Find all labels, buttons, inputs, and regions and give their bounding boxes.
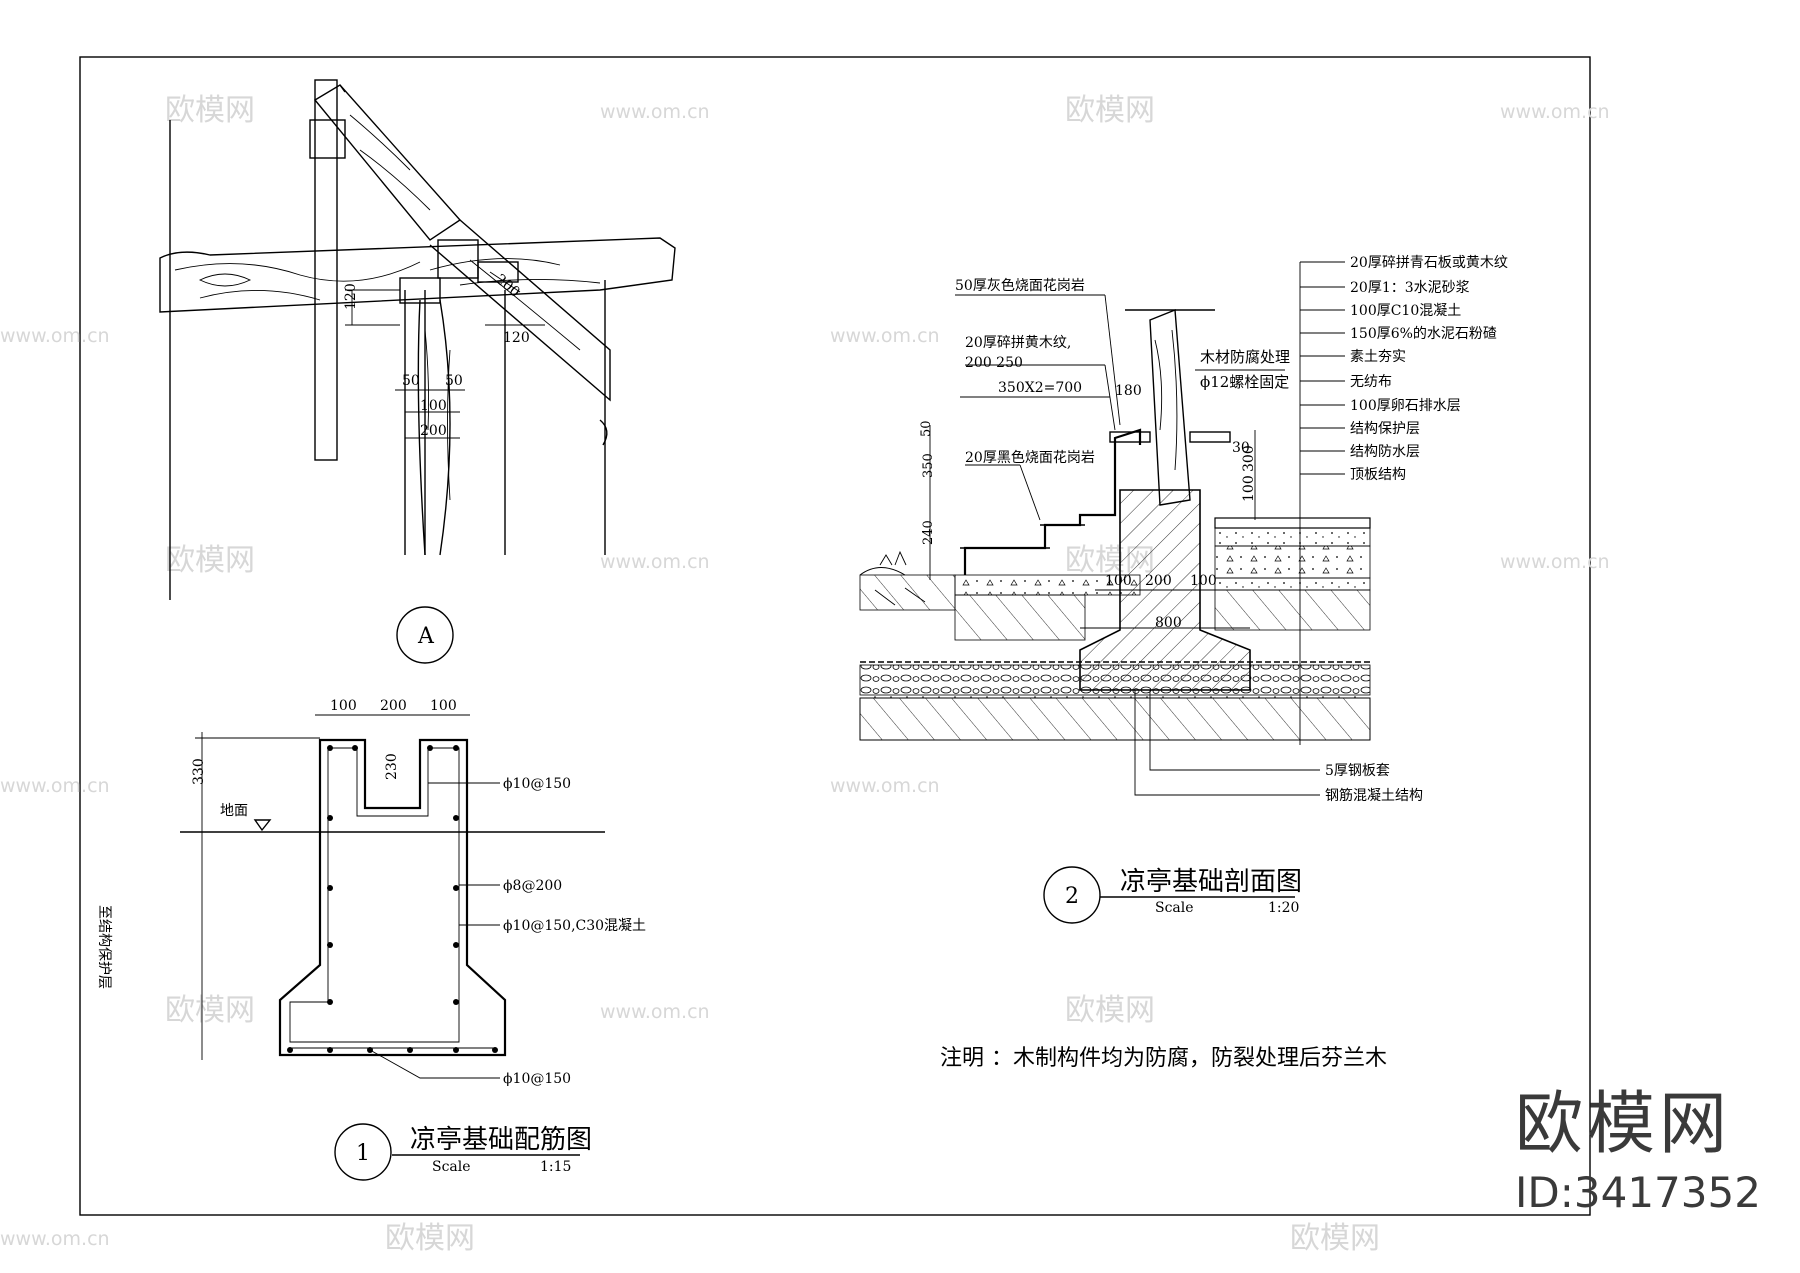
granite-black-label: 20厚黑色烧面花岗岩 bbox=[965, 449, 1095, 466]
layer-label: 结构保护层 bbox=[1350, 421, 1420, 437]
drawing-2-number: 2 bbox=[1065, 884, 1079, 909]
dim-top-100-left: 100 bbox=[330, 698, 357, 714]
yellow-stone-label: 20厚碎拼黄木纹, bbox=[965, 334, 1071, 351]
ground-label: 地面 bbox=[220, 803, 248, 819]
detail-a: 120 200 120 50 50 100 200 A bbox=[159, 79, 676, 664]
watermark-brand: 欧模网 bbox=[385, 1221, 475, 1256]
layer-label: 无纺布 bbox=[1350, 374, 1392, 390]
yellow-stone-size: 200 250 bbox=[965, 355, 1023, 371]
watermark-brand: 欧模网 bbox=[1290, 1221, 1380, 1256]
watermark-url: www.om.cn bbox=[0, 775, 110, 797]
drawing-1-scale: 1:15 bbox=[540, 1159, 571, 1175]
dim-120-vertical: 120 bbox=[343, 283, 359, 310]
watermark-url: www.om.cn bbox=[600, 101, 710, 123]
drawing-2-section: 20厚碎拼青石板或黄木纹 20厚1：3水泥砂浆 100厚C10混凝土 150厚6… bbox=[859, 254, 1508, 924]
layer-label: 素土夯实 bbox=[1350, 349, 1406, 365]
watermark-brand: 欧模网 bbox=[1065, 93, 1155, 128]
watermark-url: www.om.cn bbox=[830, 775, 940, 797]
brand-name: 欧模网 bbox=[1515, 1085, 1732, 1164]
drawing-1-marker bbox=[334, 1123, 392, 1181]
granite-gray-label: 50厚灰色烧面花岗岩 bbox=[955, 277, 1085, 294]
sheet-frame bbox=[79, 56, 1591, 1216]
drawing-2-marker bbox=[1043, 866, 1101, 924]
layer-label: 100厚卵石排水层 bbox=[1350, 398, 1461, 414]
dim-top-200: 200 bbox=[380, 698, 407, 714]
dim-bottom-100-right: 100 bbox=[1190, 573, 1217, 589]
dim-100: 100 bbox=[420, 398, 447, 414]
layer-label: 20厚碎拼青石板或黄木纹 bbox=[1350, 254, 1508, 271]
detail-a-label: A bbox=[417, 624, 435, 649]
general-note: 注明 ：木制构件均为防腐，防裂处理后芬兰木 bbox=[940, 1046, 1387, 1071]
dim-300: 300 bbox=[1241, 445, 1257, 472]
layer-label: 顶板结构 bbox=[1350, 467, 1406, 483]
dim-top-100-right: 100 bbox=[430, 698, 457, 714]
watermark-brand: 欧模网 bbox=[165, 93, 255, 128]
layer-label: 150厚6%的水泥石粉碴 bbox=[1350, 326, 1497, 342]
rebar-label-4: ϕ10@150 bbox=[503, 1071, 571, 1087]
watermark-url: www.om.cn bbox=[0, 325, 110, 347]
dim-50-right: 50 bbox=[445, 373, 463, 389]
detail-a-marker bbox=[396, 606, 454, 664]
watermark-brand: 欧模网 bbox=[1065, 993, 1155, 1028]
watermark-url: www.om.cn bbox=[1500, 551, 1610, 573]
watermark-url: www.om.cn bbox=[600, 1001, 710, 1023]
rebar-label-1: ϕ10@150 bbox=[503, 776, 571, 792]
dim-bottom-200: 200 bbox=[1145, 573, 1172, 589]
dim-100-vertical: 100 bbox=[1241, 475, 1257, 502]
watermark-brand: 欧模网 bbox=[165, 993, 255, 1028]
side-note: 至结构保护层 bbox=[96, 905, 112, 989]
steel-sleeve-label: 5厚钢板套 bbox=[1325, 763, 1390, 779]
dim-350: 350 bbox=[921, 453, 936, 478]
dim-800: 800 bbox=[1155, 615, 1182, 631]
dim-230: 230 bbox=[384, 753, 400, 780]
dim-330: 330 bbox=[191, 758, 207, 785]
layer-label: 20厚1：3水泥砂浆 bbox=[1350, 280, 1470, 296]
dim-50-left: 50 bbox=[402, 373, 420, 389]
drawing-1-number: 1 bbox=[356, 1141, 370, 1166]
layer-labels: 20厚碎拼青石板或黄木纹 20厚1：3水泥砂浆 100厚C10混凝土 150厚6… bbox=[1300, 254, 1508, 483]
brand-watermark: 欧模网 ID:3417352 bbox=[1515, 1085, 1775, 1255]
rebar-label-2: ϕ8@200 bbox=[503, 878, 562, 894]
dim-30: 30 bbox=[1232, 440, 1250, 456]
watermark-url: www.om.cn bbox=[830, 325, 940, 347]
dim-bottom-100-left: 100 bbox=[1105, 573, 1132, 589]
watermark-brand: 欧模网 bbox=[165, 543, 255, 578]
dim-120-horizontal: 120 bbox=[503, 330, 530, 346]
bolt-label: ϕ12螺栓固定 bbox=[1200, 373, 1289, 391]
dim-200-bottom: 200 bbox=[420, 423, 447, 439]
drawing-2-scale-label: Scale bbox=[1155, 900, 1194, 916]
drawing-2-title: 凉亭基础剖面图 bbox=[1120, 867, 1302, 897]
drawing-1-title: 凉亭基础配筋图 bbox=[410, 1125, 592, 1155]
step-size-dim: 350X2=700 bbox=[998, 380, 1082, 396]
model-id: ID:3417352 bbox=[1515, 1168, 1761, 1217]
watermark-url: www.om.cn bbox=[0, 1228, 110, 1250]
dim-50: 50 bbox=[919, 420, 934, 437]
drawing-2-scale: 1:20 bbox=[1268, 900, 1299, 916]
dim-180: 180 bbox=[1115, 383, 1142, 399]
drawing-1-rebar: 地面 330 至结构保护层 230 100 200 100 ϕ10@150 ϕ8… bbox=[96, 698, 646, 1181]
rebar-label-3: ϕ10@150,C30混凝土 bbox=[503, 918, 646, 934]
layer-label: 结构防水层 bbox=[1350, 444, 1420, 460]
wood-treat-label: 木材防腐处理 bbox=[1200, 348, 1290, 366]
watermark-url: www.om.cn bbox=[600, 551, 710, 573]
rc-structure-label: 钢筋混凝土结构 bbox=[1325, 787, 1423, 804]
dim-240: 240 bbox=[921, 520, 936, 545]
layer-label: 100厚C10混凝土 bbox=[1350, 303, 1461, 319]
watermark-url: www.om.cn bbox=[1500, 101, 1610, 123]
drawing-1-scale-label: Scale bbox=[432, 1159, 471, 1175]
